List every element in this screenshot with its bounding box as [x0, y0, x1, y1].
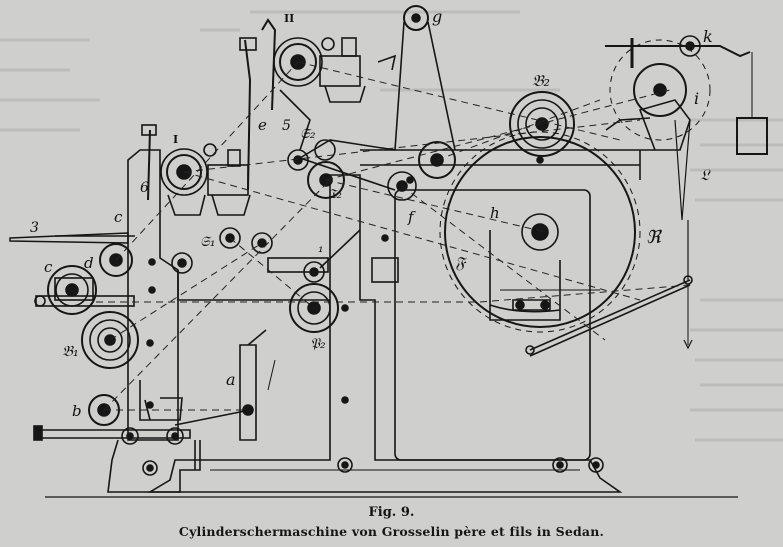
label-a: a — [226, 370, 236, 389]
counterweight — [737, 118, 767, 154]
figure-number: Fig. 9. — [0, 505, 783, 520]
label-three: 3 — [30, 220, 39, 236]
label-five: 5 — [282, 118, 291, 134]
label-b: b — [72, 402, 82, 420]
label-e: e — [258, 116, 267, 134]
label-six: 6 — [140, 180, 149, 196]
label-unit-I: I — [173, 133, 178, 146]
cutter-unit-I — [142, 125, 250, 215]
label-B1: 𝔅₁ — [62, 342, 79, 360]
label-P2: 𝔓₂ — [310, 336, 326, 352]
label-g: g — [432, 7, 442, 26]
label-i: i — [694, 89, 699, 108]
label-f: f — [407, 208, 416, 226]
label-unit-II: II — [284, 12, 294, 25]
label-Z: 𝔏 — [700, 165, 711, 184]
label-S2: 𝔖₂ — [300, 126, 316, 142]
lever-a — [240, 345, 256, 440]
label-T2: 𝔗₂ — [328, 187, 342, 202]
label-d: d — [84, 254, 94, 272]
label-B2: 𝔅₂ — [532, 71, 550, 90]
label-c-left: c — [44, 258, 53, 276]
label-h: h — [490, 204, 500, 222]
label-C1: 𝔆₁ — [318, 240, 324, 256]
label-k: k — [703, 27, 713, 46]
figure-caption: Cylinderschermaschine von Grosselin père… — [0, 524, 783, 539]
central-frame — [150, 175, 620, 492]
lever-3 — [10, 233, 128, 243]
left-frame — [128, 150, 178, 440]
label-F: 𝔉 — [455, 253, 467, 272]
label-c-small: c — [114, 208, 123, 226]
label-R: ℜ — [646, 227, 663, 248]
label-S1: 𝔖₁ — [200, 234, 215, 250]
